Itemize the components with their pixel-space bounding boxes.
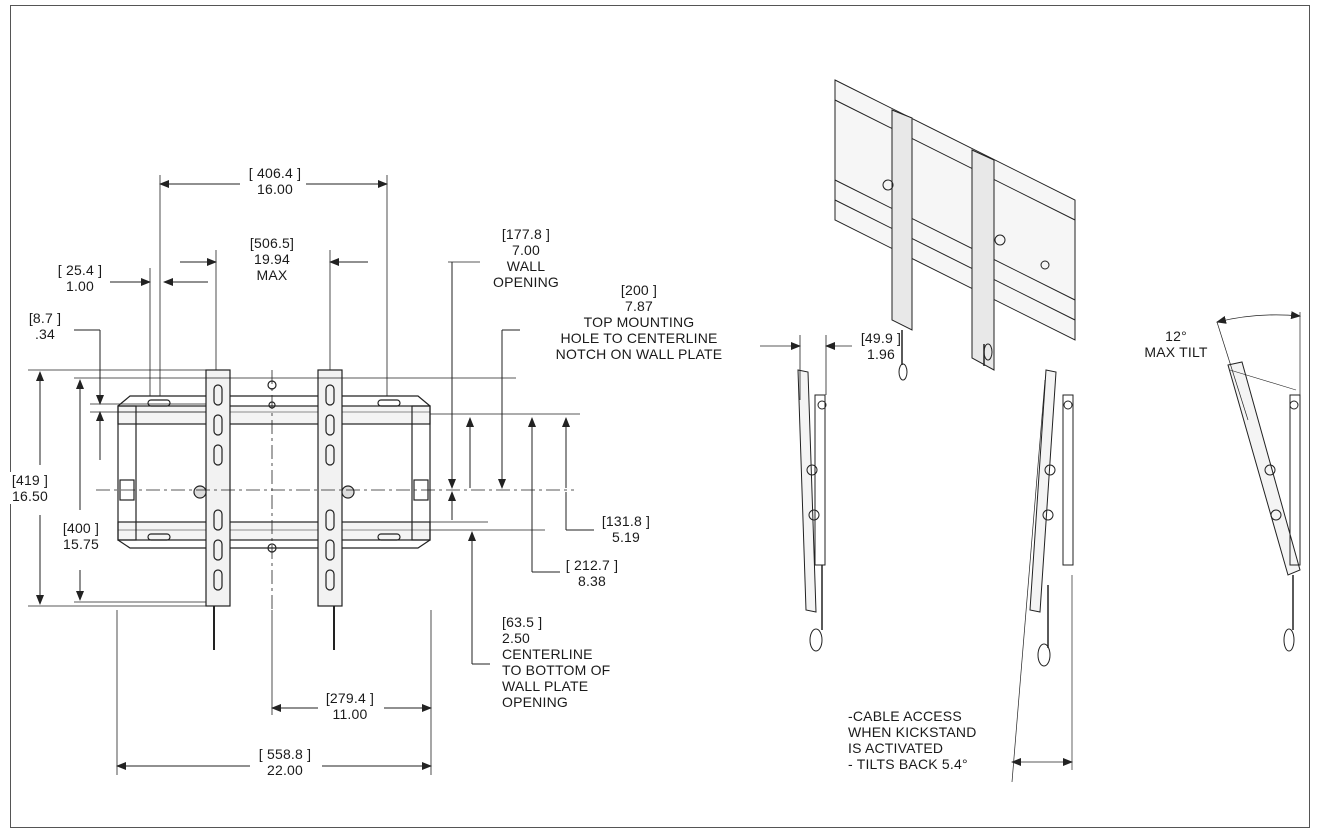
dim-25-label: [ 25.4 ]1.00 bbox=[57, 262, 103, 294]
side-view-1 bbox=[797, 369, 827, 652]
dim-279-label: [279.4 ]11.00 bbox=[325, 690, 375, 722]
dim-131-label: [131.8 ]5.19 bbox=[601, 513, 651, 545]
front-view-dimensions bbox=[36, 180, 594, 770]
dim-49-label: [49.9 ]1.96 bbox=[860, 330, 902, 362]
isometric-view-mount bbox=[834, 79, 1076, 381]
dim-406-label: [ 406.4 ]16.00 bbox=[248, 165, 302, 197]
side-view-3 bbox=[1216, 311, 1301, 652]
depth-dimension bbox=[760, 335, 852, 400]
dim-400-label: [400 ]15.75 bbox=[56, 520, 106, 552]
front-view-vertical-arms bbox=[193, 369, 355, 650]
dim-8-7-label: [8.7 ].34 bbox=[28, 310, 62, 342]
tilt-label: 12°MAX TILT bbox=[1144, 328, 1208, 360]
centerlines bbox=[96, 370, 574, 610]
front-view-extension-lines bbox=[28, 175, 580, 775]
front-view-wall-plate bbox=[117, 380, 431, 553]
drawing-frame bbox=[10, 5, 1310, 828]
dim-558-label: [ 558.8 ]22.00 bbox=[258, 746, 312, 778]
dim-419-label: [419 ]16.50 bbox=[10, 472, 50, 504]
dim-212-label: [ 212.7 ]8.38 bbox=[565, 557, 619, 589]
side-view-2 bbox=[1011, 369, 1074, 783]
